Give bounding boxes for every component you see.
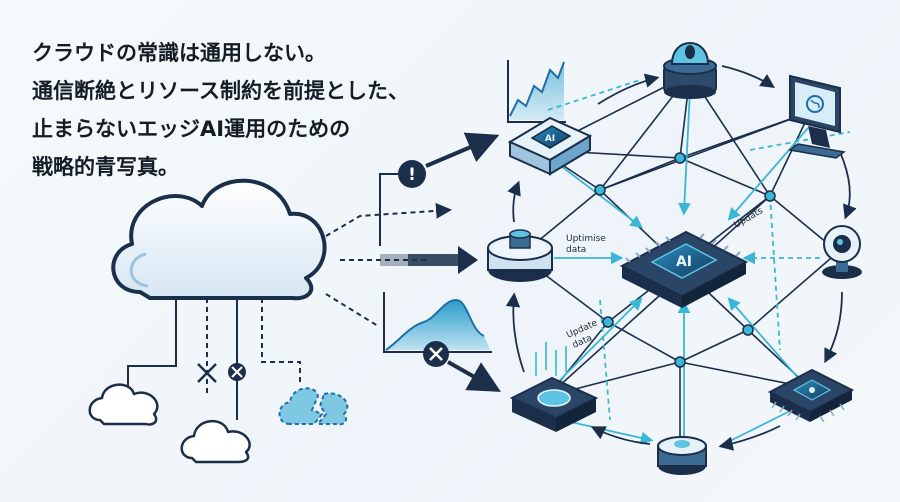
junction-dots [594,152,776,368]
broken-cloud-icon [278,387,349,426]
warning-arrow [425,132,500,168]
central-ai-chip-node: AI [619,230,749,308]
edge-ai-board-label: AI [545,134,555,144]
headline-line-1: クラウドの常識は通用しない。 [32,41,326,65]
headline-line-4: 戦略的青写真。 [32,155,179,179]
cloud-connectors [127,298,301,420]
fading-arrow [380,246,478,274]
small-cloud-icon-left [88,383,159,426]
sensor-disc-node [487,229,553,282]
error-arrow [447,360,501,392]
webcam-node [822,225,862,279]
error-x-icon [423,341,449,367]
optimise-label-line-2: data [566,245,586,255]
monitor-node [788,74,846,159]
headline-line-3: 止まらないエッジAI運用のための [32,117,351,141]
central-ai-chip-label: AI [676,254,692,270]
cloud-icon [111,178,327,301]
ring-arrows [505,65,857,451]
mesh-links-teal [539,79,851,447]
small-cloud-icon-middle [180,420,251,464]
optimise-label-line-1: Uptimise [566,234,606,244]
disconnect-x-icon [197,363,217,383]
disconnect-circle-x-icon [228,363,246,381]
cloud-arrows [325,173,452,327]
warning-icon: ! [398,160,426,188]
edge-ai-board-node: AI [507,116,593,176]
edge-gateway-node [509,342,599,432]
warning-mark: ! [408,165,416,185]
headline: クラウドの常識は通用しない。 通信断絶とリソース制約を前提とした、 止まらないエ… [32,34,472,186]
smart-hub-node [663,42,717,99]
area-chart-icon [383,292,492,353]
line-chart-icon [507,60,566,123]
bottom-sensor-node [657,436,707,475]
processor-chip-node [767,368,855,423]
headline-line-2: 通信断絶とリソース制約を前提とした、 [32,79,409,103]
